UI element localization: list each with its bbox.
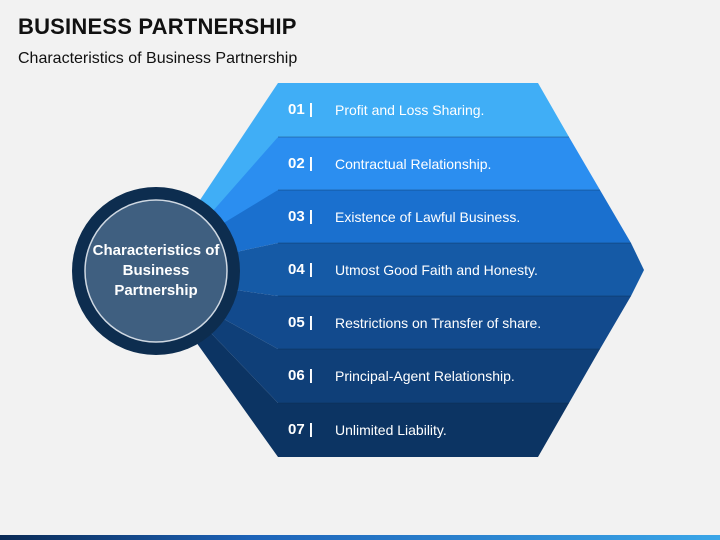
hex-row-6 (278, 349, 600, 403)
funnel-shade-7 (196, 332, 278, 457)
funnel-shade-5 (222, 290, 278, 349)
funnel-shade-6 (210, 318, 278, 403)
item-number: 02 | (288, 155, 314, 172)
hex-row-4 (278, 243, 644, 296)
item-number: 01 | (288, 101, 314, 118)
item-label: Existence of Lawful Business. (335, 208, 521, 225)
item-label: Contractual Relationship. (335, 155, 492, 172)
item-label: Restrictions on Transfer of share. (335, 314, 542, 331)
funnel-shade-2 (212, 137, 278, 238)
page-subtitle: Characteristics of Business Partnership (18, 50, 298, 67)
funnel-shade-3 (222, 190, 278, 252)
item-label: Unlimited Liability. (335, 421, 447, 438)
item-number: 05 | (288, 314, 314, 331)
page-title: BUSINESS PARTNERSHIP (18, 14, 297, 39)
item-row-2: 02 | Contractual Relationship. (288, 137, 491, 190)
item-label: Profit and Loss Sharing. (335, 101, 485, 118)
center-circle-label: Characteristics of Business Partnership (92, 242, 220, 299)
item-row-7: 07 | Unlimited Liability. (288, 403, 447, 456)
item-row-1: 01 | Profit and Loss Sharing. (288, 83, 484, 136)
item-row-4: 04 | Utmost Good Faith and Honesty. (288, 243, 538, 296)
bottom-accent-bar (0, 535, 720, 540)
item-label: Utmost Good Faith and Honesty. (335, 261, 538, 278)
item-label: Principal-Agent Relationship. (335, 367, 515, 384)
funnel-shade-4 (236, 243, 278, 296)
row-separators (278, 136, 631, 404)
hex-row-5 (278, 296, 631, 349)
hex-row-7 (278, 403, 569, 457)
item-number: 03 | (288, 208, 314, 225)
item-row-6: 06 | Principal-Agent Relationship. (288, 349, 515, 402)
hex-row-2 (278, 137, 600, 190)
center-circle-fill (84, 199, 228, 343)
hex-row-1 (278, 83, 569, 137)
item-number: 06 | (288, 367, 314, 384)
funnel-shade-1 (200, 83, 278, 224)
item-number: 07 | (288, 421, 314, 438)
hex-row-3 (278, 190, 631, 243)
item-row-5: 05 | Restrictions on Transfer of share. (288, 296, 541, 349)
item-number: 04 | (288, 261, 314, 278)
item-row-3: 03 | Existence of Lawful Business. (288, 190, 520, 243)
